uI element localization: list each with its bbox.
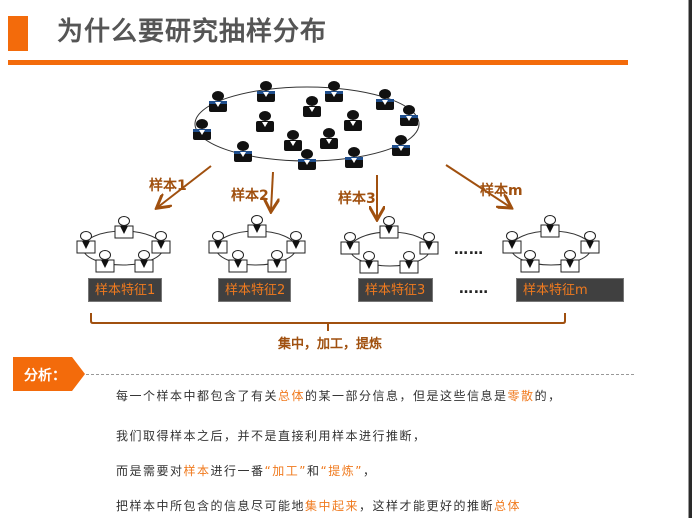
text-segment: ， <box>362 464 377 478</box>
arrow-sample-m <box>445 164 510 207</box>
person-icon <box>520 250 540 273</box>
highlight-text: 零散 <box>507 389 535 403</box>
highlight-text: 样本 <box>183 464 211 478</box>
person-icon <box>256 111 274 132</box>
person-icon <box>76 231 96 254</box>
person-icon <box>247 215 267 238</box>
person-icon <box>208 231 228 254</box>
ellipsis-rings: …… <box>454 242 484 258</box>
population-people <box>193 81 418 170</box>
person-icon <box>399 251 419 274</box>
person-icon <box>286 231 306 254</box>
sample-label-m: 样本m <box>480 183 523 199</box>
text-segment: 每一个样本中都包含了有关 <box>116 389 279 403</box>
person-icon <box>320 128 338 149</box>
person-icon <box>359 251 379 274</box>
feature-label-1: 样本特征1 <box>88 278 162 302</box>
sample-group-3 <box>340 216 439 274</box>
person-icon <box>209 91 227 112</box>
feature-label-m: 样本特征m <box>516 278 624 302</box>
person-icon <box>134 250 154 273</box>
highlight-text: 集中起来 <box>305 499 360 513</box>
person-icon <box>95 250 115 273</box>
person-icon <box>379 216 399 239</box>
analysis-line-2: 我们取得样本之后，并不是直接利用样本进行推断， <box>116 427 427 444</box>
text-segment: ，这样才能更好的推断 <box>359 499 495 513</box>
text-segment: 进行一番 <box>210 464 265 478</box>
summary-label: 集中，加工，提炼 <box>277 337 382 352</box>
feature-label-2: 样本特征2 <box>218 278 291 302</box>
person-icon <box>257 81 275 102</box>
sample-group-1 <box>76 216 171 273</box>
person-icon <box>325 81 343 102</box>
highlight-text: 总体 <box>278 389 306 403</box>
sample-label-1: 样本1 <box>149 178 187 194</box>
analysis-line-4: 把样本中所包含的信息尽可能地集中起来，这样才能更好的推断总体 <box>116 497 521 514</box>
highlight-text: “加工” <box>264 464 307 478</box>
feature-label-3: 样本特征3 <box>358 278 433 302</box>
highlight-text: “提炼” <box>320 464 363 478</box>
ellipsis-labels: …… <box>459 281 489 297</box>
person-icon <box>540 215 560 238</box>
text-segment: 的某一部分信息，但是这些信息是 <box>305 389 508 403</box>
page-title: 为什么要研究抽样分布 <box>57 17 328 47</box>
person-icon <box>114 216 134 239</box>
sample-label-2: 样本2 <box>231 188 269 204</box>
person-icon <box>267 250 287 273</box>
sample-label-3: 样本3 <box>338 191 376 207</box>
analysis-divider <box>86 374 634 375</box>
arrow-sample-1 <box>158 165 212 207</box>
text-segment: 把样本中所包含的信息尽可能地 <box>116 499 306 513</box>
person-icon <box>580 231 600 254</box>
person-icon <box>298 149 316 170</box>
person-icon <box>376 89 394 110</box>
highlight-text: 总体 <box>494 499 522 513</box>
person-icon <box>340 232 360 255</box>
sample-group-2 <box>208 215 306 273</box>
person-icon <box>400 105 418 126</box>
person-icon <box>303 96 321 117</box>
analysis-line-3: 而是需要对样本进行一番“加工”和“提炼”， <box>116 462 376 479</box>
summary-bracket <box>90 313 566 324</box>
person-icon <box>345 147 363 168</box>
person-icon <box>234 141 252 162</box>
person-icon <box>502 231 522 254</box>
person-icon <box>284 130 302 151</box>
person-icon <box>392 135 410 156</box>
person-icon <box>228 250 248 273</box>
sample-group-m <box>502 215 600 273</box>
text-segment: 我们取得样本之后，并不是直接利用样本进行推断， <box>116 429 427 443</box>
title-divider <box>8 60 628 65</box>
person-icon <box>193 119 211 140</box>
analysis-line-1: 每一个样本中都包含了有关总体的某一部分信息，但是这些信息是零散的， <box>116 387 562 404</box>
analysis-badge-label: 分析： <box>24 368 66 384</box>
analysis-badge <box>13 357 85 391</box>
person-icon <box>344 110 362 131</box>
person-icon <box>560 250 580 273</box>
arrow-sample-2 <box>271 171 273 210</box>
text-segment: 而是需要对 <box>116 464 184 478</box>
person-icon <box>419 232 439 255</box>
person-icon <box>151 231 171 254</box>
window-edge <box>688 0 692 518</box>
title-accent-bar <box>8 16 28 51</box>
text-segment: 和 <box>306 464 321 478</box>
text-segment: 的， <box>534 389 562 403</box>
